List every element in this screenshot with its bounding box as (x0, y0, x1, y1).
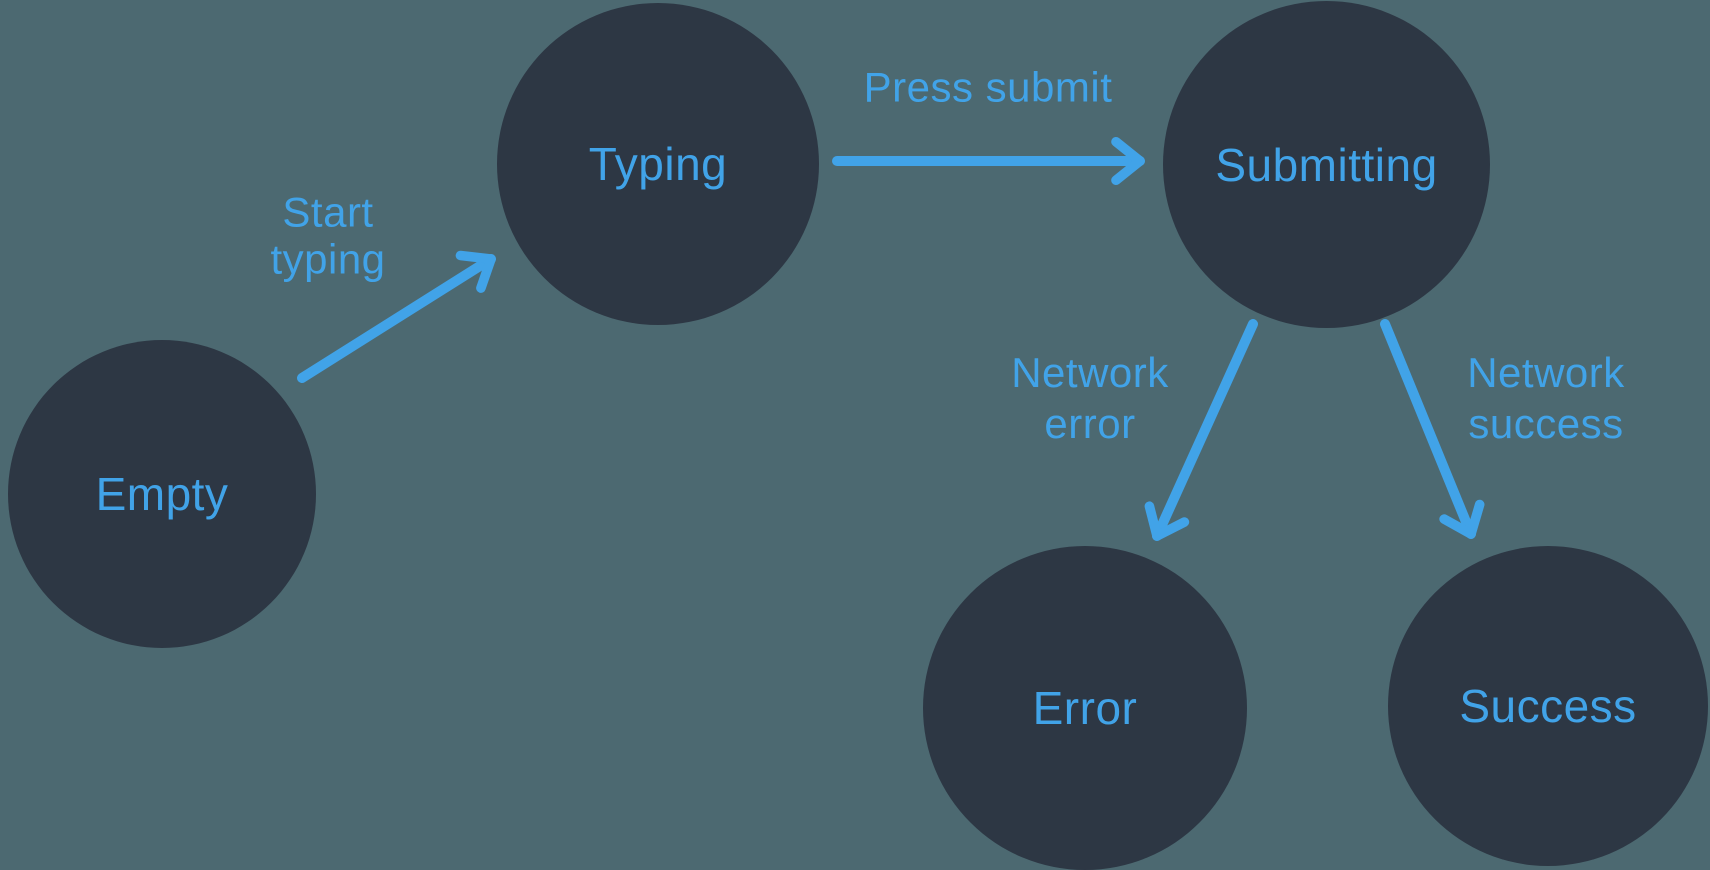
transition-label-start-typing: Start typing (270, 189, 385, 284)
transition-label-line: Start (282, 188, 374, 236)
transition-label-line: error (1044, 400, 1136, 447)
transition-label-press-submit: Press submit (864, 61, 1113, 112)
state-node-label-error: Error (1032, 682, 1138, 734)
state-node-label-success: Success (1459, 680, 1637, 732)
transition-label-line: Network (1467, 348, 1625, 396)
state-node-label-typing: Typing (588, 138, 728, 190)
transition-label-line: Network (1011, 348, 1169, 396)
state-node-label-submitting: Submitting (1215, 138, 1438, 191)
transition-label-network-error: Network error (1011, 347, 1169, 449)
transition-label-line: typing (270, 236, 386, 283)
state-node-submitting: Submitting (1163, 1, 1490, 328)
state-node-success: Success (1388, 546, 1708, 866)
transition-label-network-success: Network success (1467, 347, 1625, 449)
transition-label-line: Press submit (863, 63, 1113, 111)
state-node-label-empty: Empty (95, 468, 229, 520)
transition-arrow-network-success (1380, 319, 1485, 539)
state-node-typing: Typing (497, 3, 819, 325)
state-node-empty: Empty (8, 340, 316, 648)
transition-label-line: success (1468, 400, 1624, 447)
transition-arrow-network-error (1144, 319, 1258, 541)
state-node-error: Error (923, 546, 1247, 870)
